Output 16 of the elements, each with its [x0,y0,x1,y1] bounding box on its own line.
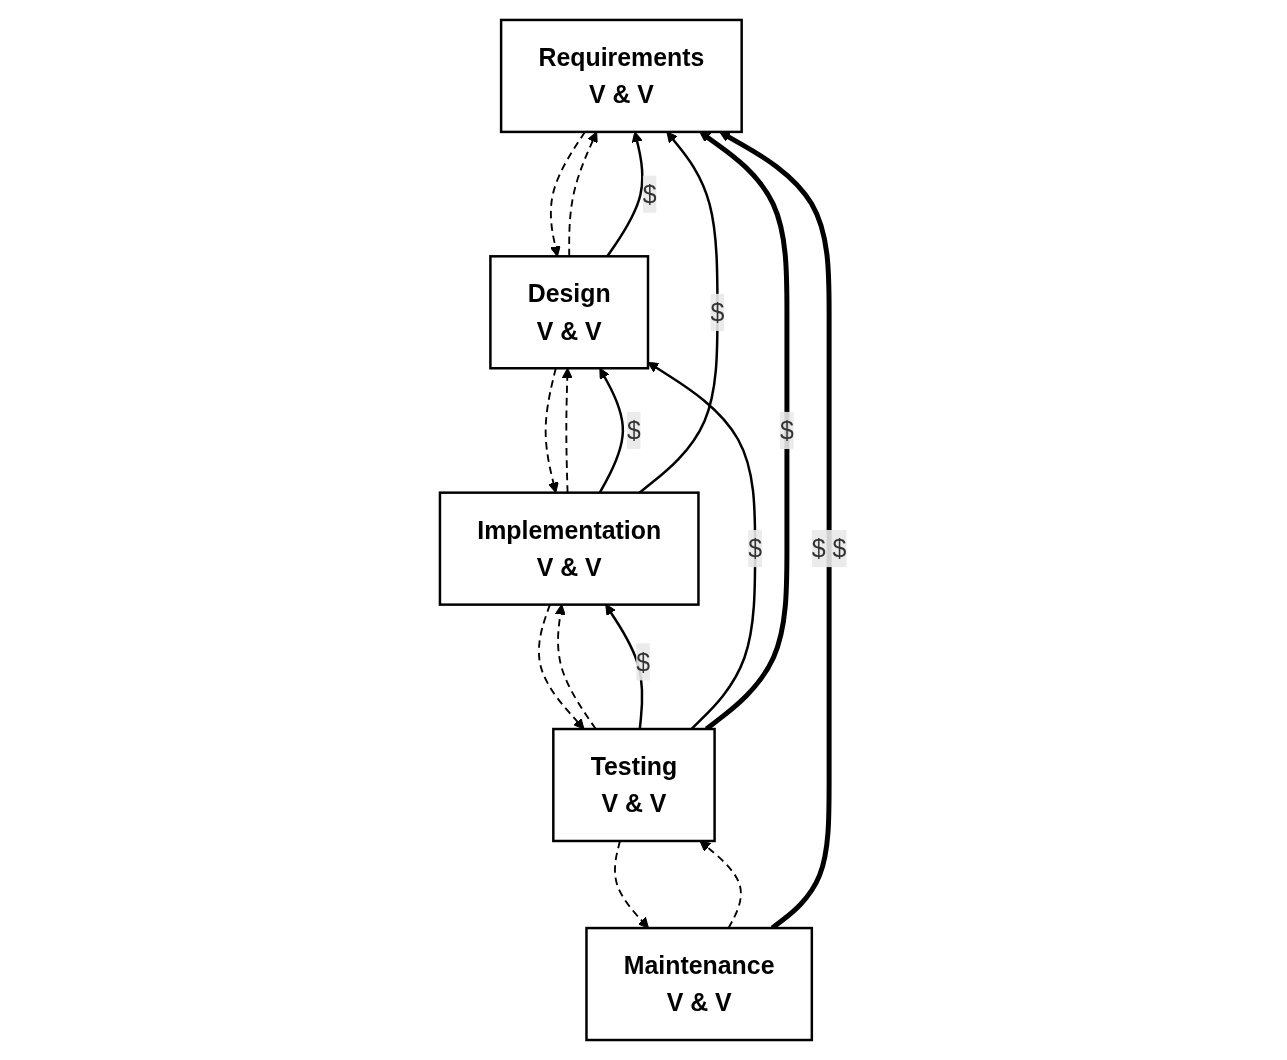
edge-label: $ [710,298,725,326]
node-box: Requirements V & V [500,18,744,134]
arrow [605,604,644,730]
node-box: Testing V & V [552,727,717,843]
arrow [647,361,757,730]
edge-label: $ [627,416,642,445]
edge-label: $ [748,534,763,563]
edge-label: $ $ [812,534,847,563]
arrow [550,131,587,257]
edge-label: $ [780,416,795,445]
node-box: Implementation V & V [439,491,700,606]
edge-label: $ [643,180,657,208]
node-box: Design V & V [489,255,650,370]
arrow [555,604,597,730]
node-box: Maintenance V & V [585,926,814,1042]
edge-label: $ [636,648,651,676]
